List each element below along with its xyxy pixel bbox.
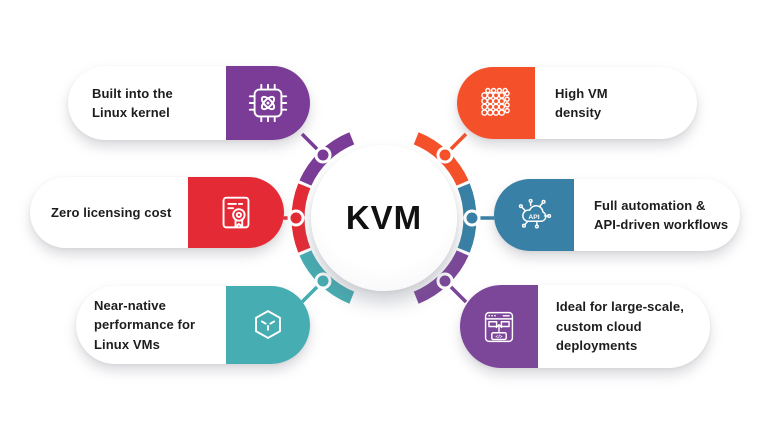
feature-pill-full-automation: API Full automation & API-driven workflo… — [494, 179, 740, 251]
feature-icon-block — [188, 177, 284, 248]
certificate-icon — [222, 196, 250, 228]
feature-pill-high-vm-density: High VM density — [457, 67, 697, 139]
feature-icon-block — [226, 286, 310, 364]
connector-dot — [436, 272, 454, 290]
vm-density-icon — [481, 87, 510, 116]
connector-dot — [314, 146, 332, 164]
connector-dot — [463, 209, 481, 227]
feature-pill-near-native-performance: Near-native performance for Linux VMs — [76, 286, 310, 364]
code-window-icon: </> — [484, 311, 514, 342]
feature-label: Ideal for large-scale, custom cloud depl… — [556, 299, 684, 354]
feature-label: Zero licensing cost — [51, 204, 172, 220]
connector-dot — [436, 146, 454, 164]
connector-dot — [314, 272, 332, 290]
feature-icon-block — [226, 66, 310, 140]
feature-label: Built into the Linux kernel — [92, 85, 173, 121]
feature-icon-block: API — [494, 179, 574, 251]
feature-label: Near-native performance for Linux VMs — [94, 297, 196, 352]
feature-icon-block: </> — [460, 285, 538, 368]
center-circle: KVM — [311, 145, 457, 291]
svg-text:API: API — [528, 214, 539, 221]
cube-icon — [255, 310, 281, 339]
feature-label: High VM density — [555, 85, 608, 121]
feature-pill-zero-licensing: Zero licensing cost — [30, 177, 284, 248]
feature-label: Full automation & API-driven workflows — [594, 197, 729, 233]
connector-dot — [287, 209, 305, 227]
feature-icon-block — [457, 67, 535, 139]
api-icon: API — [518, 198, 552, 229]
feature-pill-cloud-deployments: </> Ideal for large-scale, custom cloud … — [460, 285, 710, 368]
center-circle-label: KVM — [345, 199, 423, 236]
chip-icon — [248, 83, 288, 123]
svg-text:</>: </> — [496, 333, 503, 339]
feature-pill-built-into-kernel: Built into the Linux kernel — [68, 66, 310, 140]
